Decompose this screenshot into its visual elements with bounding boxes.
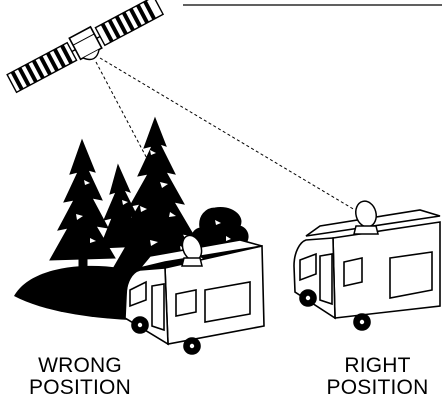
caption-wrong-position: WRONG POSITION: [0, 355, 160, 399]
caption-wrong-line2: POSITION: [0, 377, 160, 399]
caption-right-line1: RIGHT: [310, 355, 442, 377]
satellite-dish-icon: [353, 199, 379, 234]
caption-right-position: RIGHT POSITION: [310, 355, 442, 399]
satellite-icon: [6, 0, 166, 98]
caption-right-line2: POSITION: [310, 377, 442, 399]
caption-wrong-line1: WRONG: [0, 355, 160, 377]
signal-line-clear: [100, 58, 355, 210]
